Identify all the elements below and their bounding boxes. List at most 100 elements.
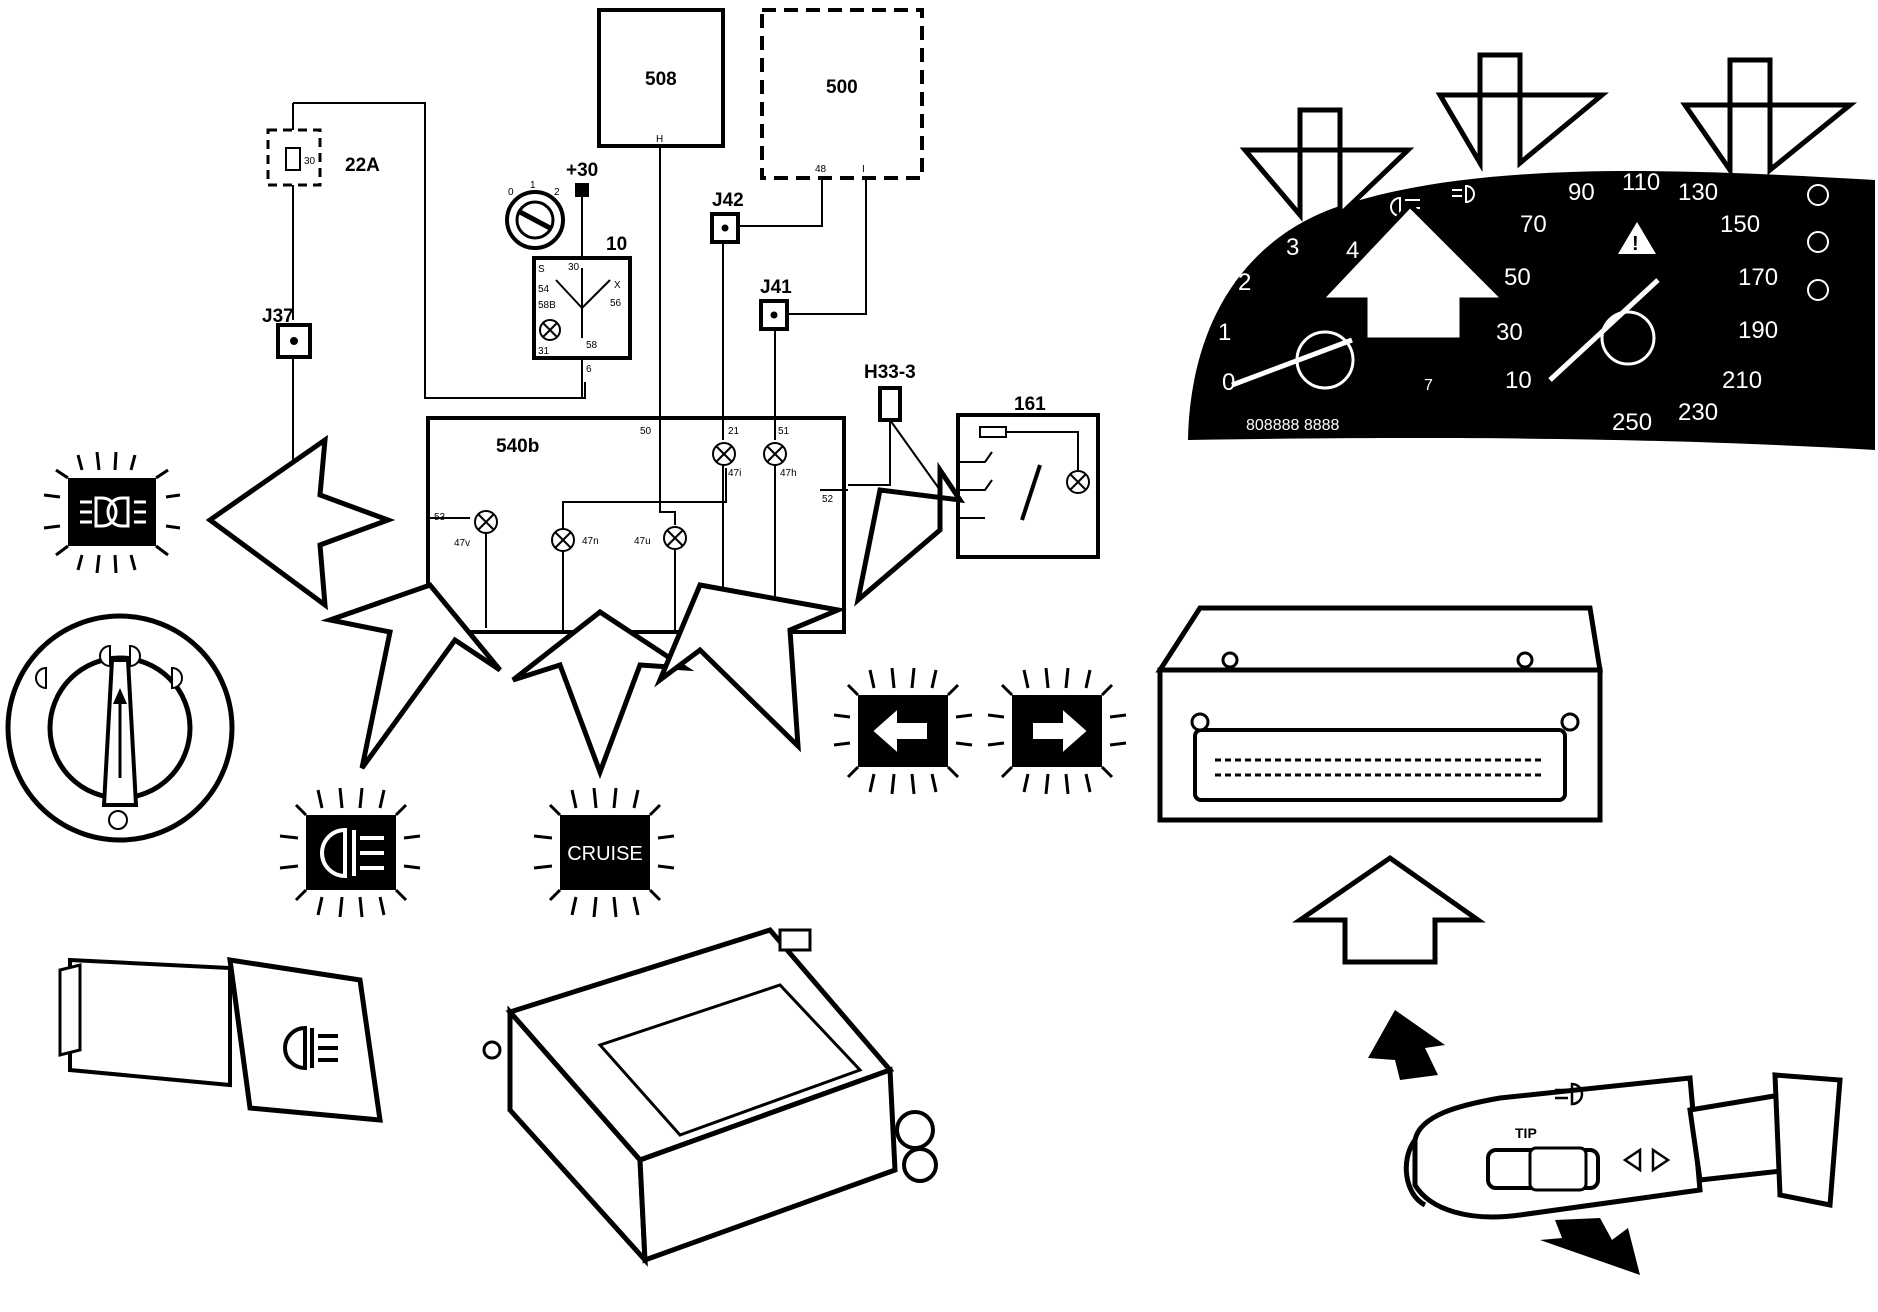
pin-540b-51: 51 <box>778 426 790 437</box>
bulb-47i <box>712 442 736 466</box>
pin-10-31: 31 <box>538 346 550 357</box>
warning-triangle-icon <box>1618 222 1656 254</box>
pin-500-48: 48 <box>815 164 827 175</box>
pin-540b-21: 21 <box>728 426 740 437</box>
parking-light-icon <box>171 666 183 690</box>
light-switch-knob <box>5 613 235 843</box>
bulb-47n <box>551 528 575 552</box>
pin-540b-47u: 47u <box>634 536 651 547</box>
position-headlight-icon <box>99 644 141 668</box>
indicator-turn-left <box>833 667 973 795</box>
pin-508-h: H <box>656 134 663 145</box>
connector-j41: J41 <box>759 277 792 331</box>
arrow-turn-right <box>854 461 966 607</box>
speed-250: 250 <box>1612 409 1652 436</box>
pin-10-x: X <box>614 280 621 291</box>
indicator-cruise: CRUISE <box>533 787 675 918</box>
bulb-47h <box>763 442 787 466</box>
pin-10-58b: 58B <box>538 300 556 311</box>
warning-mark: ! <box>1632 233 1639 255</box>
arrow-turn-left <box>654 582 847 753</box>
switch-pos-0: 0 <box>508 187 514 198</box>
pin-540b-52: 52 <box>822 494 834 505</box>
control-module <box>482 927 938 1267</box>
ignition-switch: 0 1 2 +30 <box>505 160 598 260</box>
cruise-label: CRUISE <box>567 843 643 865</box>
cluster-arrows <box>1239 52 1858 343</box>
arrow-right-icon <box>1031 705 1090 757</box>
rear-fog-icon <box>320 827 384 879</box>
fuse-22a-pin: 30 <box>304 156 316 167</box>
misc-readout: 7 <box>1424 377 1433 394</box>
speed-170: 170 <box>1738 264 1778 291</box>
speed-30: 30 <box>1496 319 1523 346</box>
arrow-cruise <box>511 608 695 780</box>
pin-10-56: 56 <box>610 298 622 309</box>
speed-90: 90 <box>1568 179 1595 206</box>
pin-10-s: S <box>538 264 545 275</box>
brake-warning-icon <box>1807 184 1829 206</box>
arrow-stalk-up <box>1368 1010 1445 1080</box>
ecu-module <box>1155 605 1603 823</box>
arrow-left-icon <box>870 705 929 757</box>
arrow-stalk-down <box>1540 1218 1640 1275</box>
speed-10: 10 <box>1505 367 1532 394</box>
callout-arrows <box>205 434 966 780</box>
tacho-3: 3 <box>1286 234 1299 261</box>
connector-j42: J42 <box>710 190 744 244</box>
switch-pos-1: 1 <box>530 180 536 191</box>
headlight-icon <box>80 496 146 528</box>
stalk-turn-icon <box>1622 1147 1671 1173</box>
pin-10-54: 54 <box>538 284 550 295</box>
pin-540b-53: 53 <box>434 512 446 523</box>
module-508: 508 H <box>597 8 725 148</box>
arrow-headlight <box>205 434 396 611</box>
pin-10-58: 58 <box>586 340 598 351</box>
label-540b: 540b <box>496 436 539 457</box>
odometer-display: 808888 8888 <box>1246 417 1340 434</box>
indicator-headlight <box>43 451 181 574</box>
speed-130: 130 <box>1678 179 1718 206</box>
pin-540b-47h: 47h <box>780 468 797 479</box>
label-j41: J41 <box>760 277 792 298</box>
speed-190: 190 <box>1738 317 1778 344</box>
speed-230: 230 <box>1678 399 1718 426</box>
speed-150: 150 <box>1720 211 1760 238</box>
label-h33: H33-3 <box>864 362 916 383</box>
indicator-turn-right <box>987 667 1127 795</box>
label-161: 161 <box>1014 394 1046 415</box>
tacho-1: 1 <box>1218 319 1231 346</box>
pin-540b-47v: 47v <box>454 538 470 549</box>
label-500: 500 <box>826 77 858 98</box>
pin-10-6: 6 <box>586 364 592 375</box>
abs-warning-icon <box>1807 279 1829 301</box>
stalk-tip-label: TIP <box>1515 1125 1537 1141</box>
tacho-2: 2 <box>1238 269 1251 296</box>
label-j37: J37 <box>262 306 294 327</box>
label-22a: 22A <box>345 155 380 176</box>
speed-110: 110 <box>1622 169 1660 196</box>
relay-161: 161 <box>956 394 1100 559</box>
label-j42: J42 <box>712 190 744 211</box>
fuse-22a: 30 22A <box>266 128 380 187</box>
switch-pos-2: 2 <box>554 187 560 198</box>
arrow-cluster-3 <box>1680 57 1858 179</box>
arrow-foglight <box>320 582 502 770</box>
off-icon <box>108 810 128 830</box>
tacho-4: 4 <box>1346 237 1359 264</box>
high-beam-icon <box>1452 184 1475 204</box>
low-beam-icon <box>35 666 47 690</box>
fog-switch-part <box>58 957 383 1123</box>
pin-540b-47i: 47i <box>728 468 741 479</box>
stalk-headlight-icon <box>1555 1082 1584 1106</box>
instrument-cluster: 0 1 2 3 4 10 30 50 70 90 110 130 150 170… <box>1188 169 1875 450</box>
indicator-foglight <box>279 787 421 918</box>
bulb-47u <box>663 526 687 550</box>
arrow-cluster-1 <box>1239 107 1415 222</box>
pin-500-i: I <box>862 164 865 175</box>
arrow-ecu-up <box>1291 854 1486 965</box>
wiring <box>292 102 941 630</box>
pin-540b-50: 50 <box>640 426 652 437</box>
arrow-cluster-2 <box>1435 52 1609 173</box>
